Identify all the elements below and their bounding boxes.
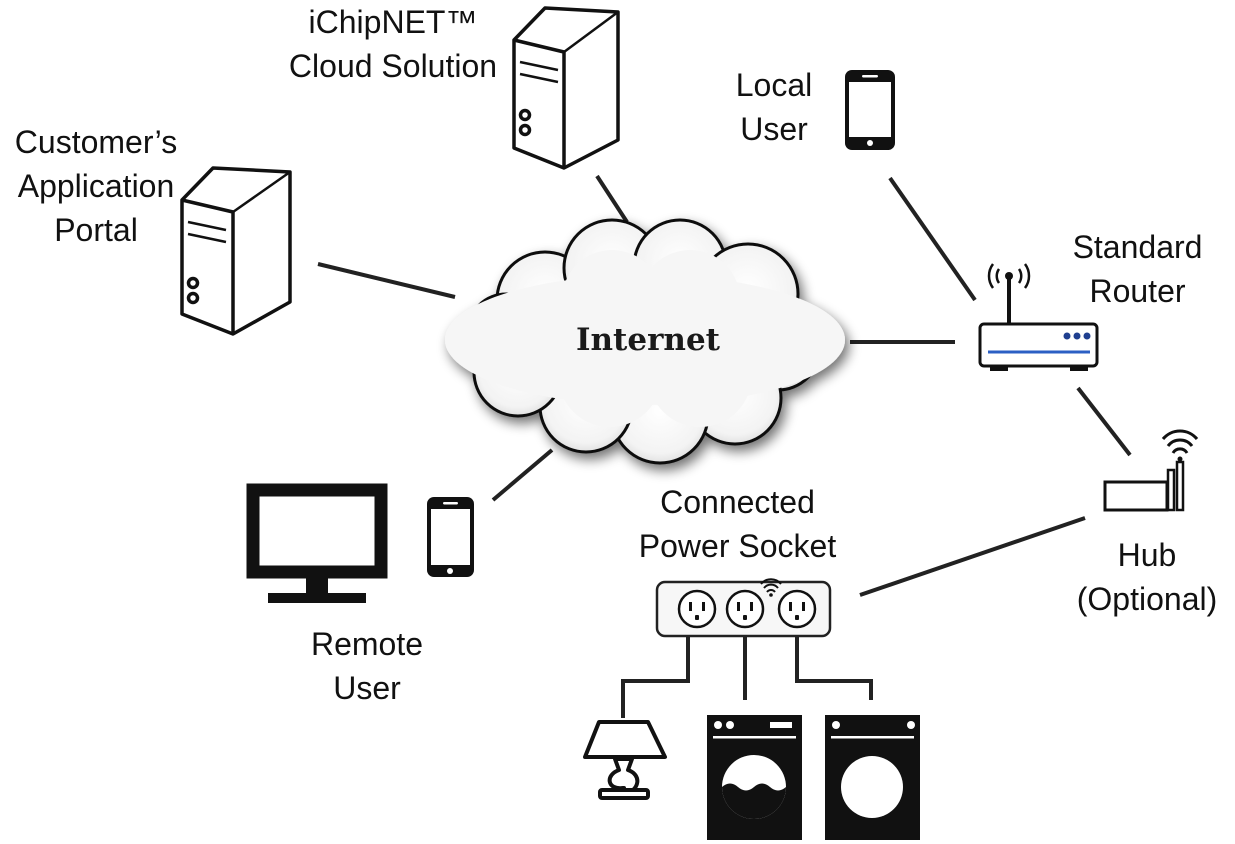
washing-machine-icon [707,715,802,840]
table-lamp-icon [583,720,667,800]
remote-user-label: Remote User [310,626,424,706]
standard-router-label: Standard Router [1072,229,1203,309]
internet-label: Internet [576,322,721,358]
local-user-label: Local User [735,67,813,147]
line-router-hub [1076,386,1132,457]
clothes-dryer-icon [825,715,920,840]
server-tower-icon [180,166,292,336]
power-socket-label: Connected Power Socket [638,484,837,564]
cloud-solution-label: iChipNET™ Cloud Solution [288,4,498,84]
server-tower-icon [512,6,620,170]
cloud-icon [445,218,845,465]
line-cloud-server [595,174,629,224]
customer-portal-label: Customer’s Application Portal [14,124,178,248]
desktop-monitor-icon [246,483,388,603]
connection-lines [317,174,1132,597]
line-local-user [888,176,977,302]
appliance-cords [621,636,873,718]
smartphone-icon [845,70,895,150]
smartphone-icon [427,497,474,577]
line-customer-portal [317,262,456,299]
smart-power-strip-icon [655,578,832,638]
wireless-hub-icon [1103,429,1199,512]
hub-label: Hub (Optional) [1076,537,1218,617]
line-hub-socket [859,516,1086,597]
line-remote-user [491,448,554,502]
wifi-router-icon [978,263,1099,371]
